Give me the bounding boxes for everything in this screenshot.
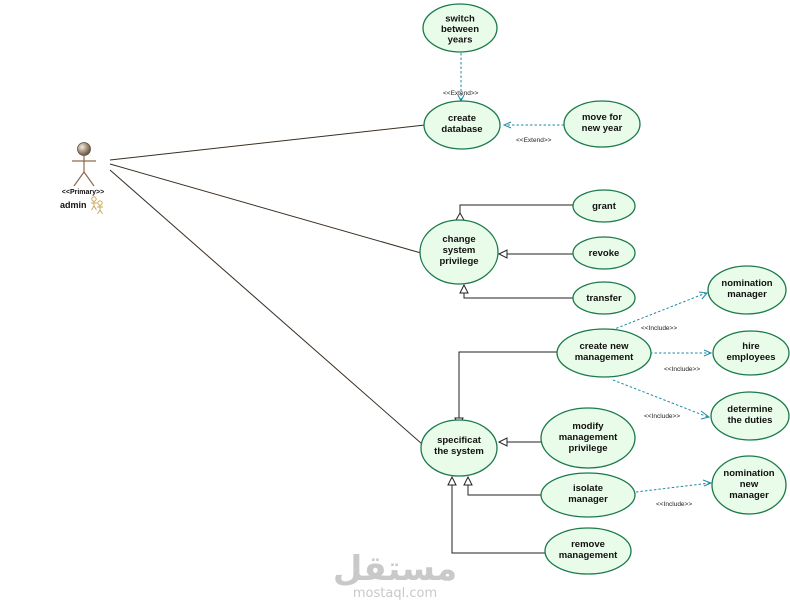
include-label: <<Include>> (664, 366, 700, 373)
usecase-label: transfer (586, 293, 622, 304)
usecase-label: privilege (568, 443, 607, 454)
include-nomination-line (611, 292, 707, 331)
gen-transfer (463, 293, 573, 299)
usecase-label: revoke (589, 248, 620, 259)
gen-remove-head (447, 475, 457, 486)
usecase-label: manager (568, 494, 608, 505)
extend-new-year-arrow (502, 121, 512, 129)
usecase-nomination-manager[interactable]: nomination manager (707, 265, 787, 315)
gen-revoke-head (497, 249, 508, 259)
usecase-nomination-new-manager[interactable]: nomination new manager (711, 455, 787, 515)
actor-admin[interactable]: <<Primary>> admin (60, 142, 104, 215)
include-duties-arrow (700, 410, 711, 420)
usecase-label: privilege (439, 256, 478, 267)
usecase-label: isolate (573, 483, 603, 494)
usecase-label: switch (445, 14, 475, 25)
usecase-revoke[interactable]: revoke (572, 236, 636, 270)
usecase-create-database[interactable]: create database (423, 100, 501, 150)
usecase-label: hire (742, 341, 759, 352)
usecase-label: modify (572, 421, 604, 432)
gen-modify-head (497, 437, 508, 447)
usecase-label: database (441, 124, 482, 135)
usecase-label: system (443, 245, 476, 256)
usecase-label: management (575, 352, 634, 363)
usecase-label: grant (592, 201, 617, 212)
gen-isolate-head (463, 475, 473, 486)
usecase-label: create (448, 113, 476, 124)
assoc-change-privilege (109, 163, 422, 254)
usecase-label: new year (582, 123, 623, 134)
usecase-label: the duties (728, 415, 773, 426)
actor-head-icon (77, 142, 91, 156)
usecase-switch-between-years[interactable]: switch between years (422, 3, 498, 53)
include-label: <<Include>> (644, 413, 680, 420)
usecase-hire-employees[interactable]: hire employees (712, 330, 790, 376)
usecase-change-system-privilege[interactable]: change system privilege (419, 219, 499, 285)
usecase-label: create new (579, 341, 629, 352)
usecase-transfer[interactable]: transfer (572, 281, 636, 315)
usecase-label: the system (434, 446, 484, 457)
usecase-label: employees (726, 352, 775, 363)
usecase-label: nomination (721, 278, 772, 289)
use-cases: switch between years create database mov… (419, 3, 790, 575)
usecase-label: move for (582, 112, 622, 123)
usecase-remove-management[interactable]: remove management (544, 527, 632, 575)
assoc-specify-system (109, 169, 423, 445)
usecase-determine-duties[interactable]: determine the duties (710, 391, 790, 441)
usecase-label: new (740, 479, 759, 490)
usecase-label: management (559, 550, 618, 561)
include-hire-arrow (703, 349, 713, 357)
group-actor-icon (91, 196, 103, 215)
usecase-label: remove (571, 539, 605, 550)
usecase-isolate-manager[interactable]: isolate manager (540, 472, 636, 518)
usecase-grant[interactable]: grant (572, 189, 636, 223)
usecase-modify-management-privilege[interactable]: modify management privilege (540, 407, 636, 469)
usecase-label: years (448, 35, 473, 46)
include-label: <<Include>> (656, 501, 692, 508)
stereotype-labels: <<Extend>> <<Extend>> <<Include>> <<Incl… (443, 90, 700, 508)
gen-remove (451, 485, 545, 554)
usecase-label: change (442, 234, 475, 245)
associations (109, 124, 426, 445)
include-duties-line (612, 379, 709, 418)
usecase-label: between (441, 24, 479, 35)
actor-name: admin (60, 200, 87, 210)
extend-label: <<Extend>> (516, 137, 552, 144)
actor-leg-icon (83, 171, 95, 187)
gen-grant (459, 204, 573, 215)
actor-leg-icon (73, 171, 85, 187)
watermark: مستقل mostaql.com (333, 549, 457, 601)
usecase-label: management (559, 432, 618, 443)
include-label: <<Include>> (641, 325, 677, 332)
gen-grant-head (455, 211, 465, 221)
gen-create-management (458, 351, 558, 418)
usecase-label: specificat (437, 435, 482, 446)
gen-transfer-head (459, 283, 469, 294)
include-new-manager-line (635, 482, 711, 493)
usecase-move-for-new-year[interactable]: move for new year (563, 100, 641, 148)
usecase-label: determine (727, 404, 772, 415)
include-nomination-arrow (698, 291, 708, 300)
extend-label: <<Extend>> (443, 90, 479, 97)
usecase-specificat-the-system[interactable]: specificat the system (420, 419, 498, 477)
gen-isolate (467, 485, 541, 496)
actor-stereotype: <<Primary>> (62, 189, 104, 196)
usecase-label: manager (727, 289, 767, 300)
usecase-label: nomination (723, 468, 774, 479)
usecase-label: manager (729, 490, 769, 501)
watermark-latin: mostaql.com (353, 586, 437, 601)
assoc-create-database (109, 124, 426, 161)
watermark-arabic: مستقل (333, 549, 457, 589)
include-new-manager-arrow (702, 479, 713, 487)
usecase-create-new-management[interactable]: create new management (556, 328, 652, 378)
